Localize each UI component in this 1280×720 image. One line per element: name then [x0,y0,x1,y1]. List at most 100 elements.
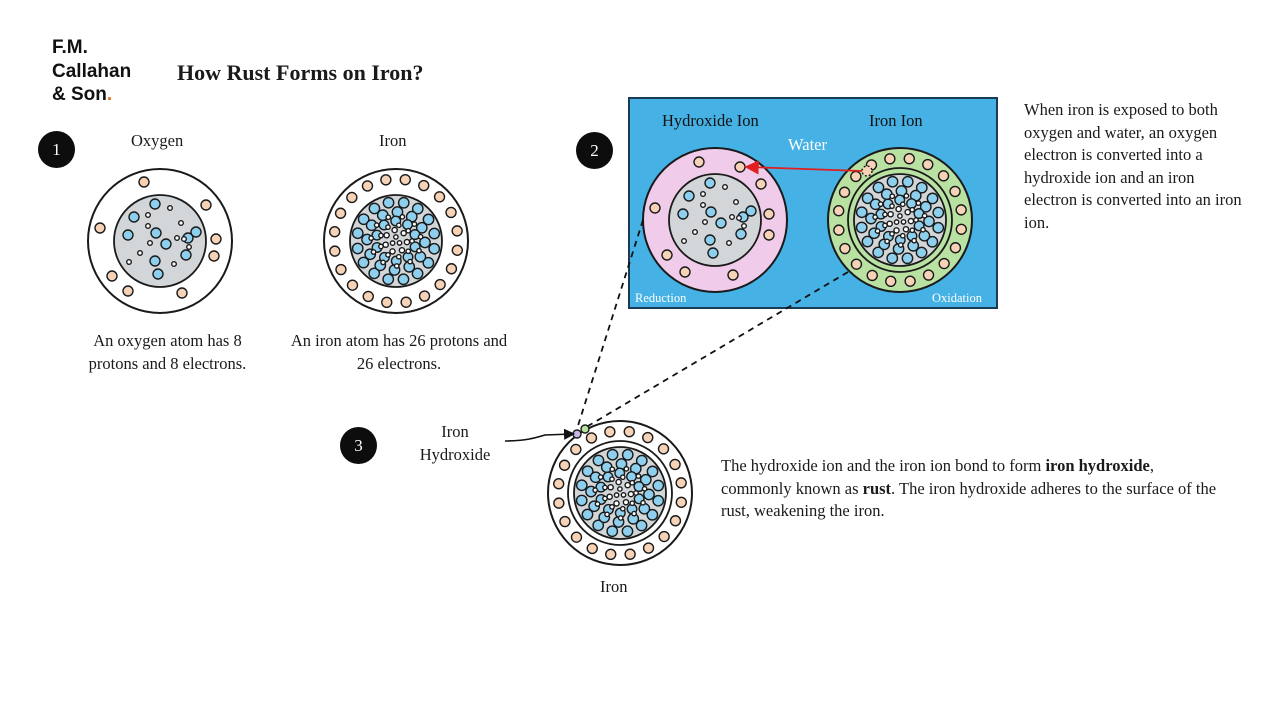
iron-ion-electron [833,224,845,236]
iron-hydroxide-pointer-label: Iron Hydroxide [405,420,505,466]
iron-atom-proton [368,202,381,215]
rusted-iron-electron [642,542,655,554]
hydroxide-neutron [700,201,707,208]
rusted-iron-proton [652,479,665,492]
rusted-iron-neutron [613,500,620,507]
iron-atom-electron [346,279,359,291]
iron-ion-proton [855,221,868,234]
iron-ion-proton [919,200,932,213]
iron-atom-neutron [383,231,390,239]
iron-ion-neutron [872,214,879,221]
brand-dot: . [106,84,113,105]
rusted-iron-proton [581,508,594,521]
iron-ion-electron [937,170,950,182]
oxygen-neutron [177,219,184,226]
iron-caption: An iron atom has 26 protons and 26 elect… [290,331,508,373]
oxygen-electron [138,176,150,188]
iron-atom-electron [381,296,393,309]
rusted-iron-neutron [609,503,615,510]
oxygen-neutron [166,204,173,211]
hydroxide-neutron [736,214,743,221]
hydroxide-proton [745,205,757,217]
oxygen-proton [149,198,161,210]
iron-atom-electron [328,226,341,238]
iron-ion-neutron [874,228,881,234]
oxygen-caption: An oxygen atom has 8 protons and 8 elect… [88,331,247,373]
zoom-line-right [587,271,849,427]
rusted-iron-neutron [629,500,636,507]
iron-ion-proton [932,221,945,234]
rusted-iron-proton [606,525,619,538]
iron-atom-neutron [370,249,377,255]
hydroxide-neutron [702,218,709,225]
iron-ion-electron [885,275,897,288]
iron-ion-electron [903,152,915,165]
iron-ion-electron [839,242,851,255]
rusted-iron-proton [646,508,659,521]
iron-ion-neutron [899,201,906,208]
rusted-iron-electron [623,425,635,438]
iron-atom-proton [351,227,364,240]
iron-atom-electron [433,191,446,203]
iron-atom-neutron [393,234,399,240]
oxygen-neutron [144,211,151,218]
iron-atom-neutron [405,248,412,255]
iron-ion-label: Iron Ion [869,111,923,130]
iron-ion-proton [872,181,885,194]
iron-atom-electron [334,207,347,219]
iron-atom-nucleus [349,194,443,288]
iron-atom-proton [415,221,428,234]
rusted-iron-proton [592,454,605,467]
hydroxide-ion-label: Hydroxide Ion [662,111,759,130]
oxygen-proton [190,226,202,238]
iron-atom-neutron [398,246,406,254]
hydroxide-electron [763,208,775,220]
iron-ion-neutron [900,219,907,225]
iron-atom-proton [382,273,395,286]
rusted-iron-neutron [640,499,646,506]
iron-hydroxide-particle [572,429,582,439]
oxygen-neutron [125,259,132,266]
hydroxide-electron [661,249,673,261]
step-2-description: When iron is exposed to both oxygen and … [1024,100,1242,232]
iron-ion-electron [884,153,896,165]
iron-atom-neutron [368,235,375,242]
oxidation-label: Oxidation [932,291,982,305]
oxygen-neutron [170,261,177,268]
zoom-line-left [575,219,644,433]
oxygen-proton [180,249,192,261]
iron-ion-proton [915,181,928,194]
rusted-iron-proton [646,465,659,478]
iron-atom-electron [346,191,358,204]
iron-atom-neutron [395,253,402,260]
hydroxide-neutron [692,228,699,235]
iron-atom-proton [419,236,431,249]
iron-ion-proton [926,192,939,205]
iron-ion-electron [866,269,878,282]
hydroxide-electron [679,266,691,278]
hydroxide-proton [715,217,727,229]
rusted-iron-neutron [613,492,620,498]
rusted-iron-neutron [615,478,622,486]
rusted-iron-electron [605,548,617,561]
iron-atom-electron [445,206,457,219]
iron-atom-electron [451,244,464,256]
iron-atom-proton [351,242,364,255]
oxygen-electron [94,222,106,234]
rusted-iron-neutron [641,485,648,492]
iron-ion-neutron [902,225,910,233]
desc-part-1: The hydroxide ion and the iron ion bond … [721,456,1046,475]
iron-label: Iron [379,131,407,150]
iron-ion-proton [886,252,899,265]
hydroxide-electron [734,161,746,173]
rusted-iron-neutron [602,484,608,491]
rusted-iron-neutron [597,474,604,481]
step-3-badge: 3 [340,427,377,464]
iron-atom-proton [382,196,395,209]
iron-ion-proton [901,252,914,265]
rusted-iron-neutron [594,501,601,507]
rusted-iron-proton [581,465,594,478]
iron-ion-neutron [897,213,903,219]
iron-atom-electron [329,245,341,257]
rusted-iron-electron [570,443,582,456]
